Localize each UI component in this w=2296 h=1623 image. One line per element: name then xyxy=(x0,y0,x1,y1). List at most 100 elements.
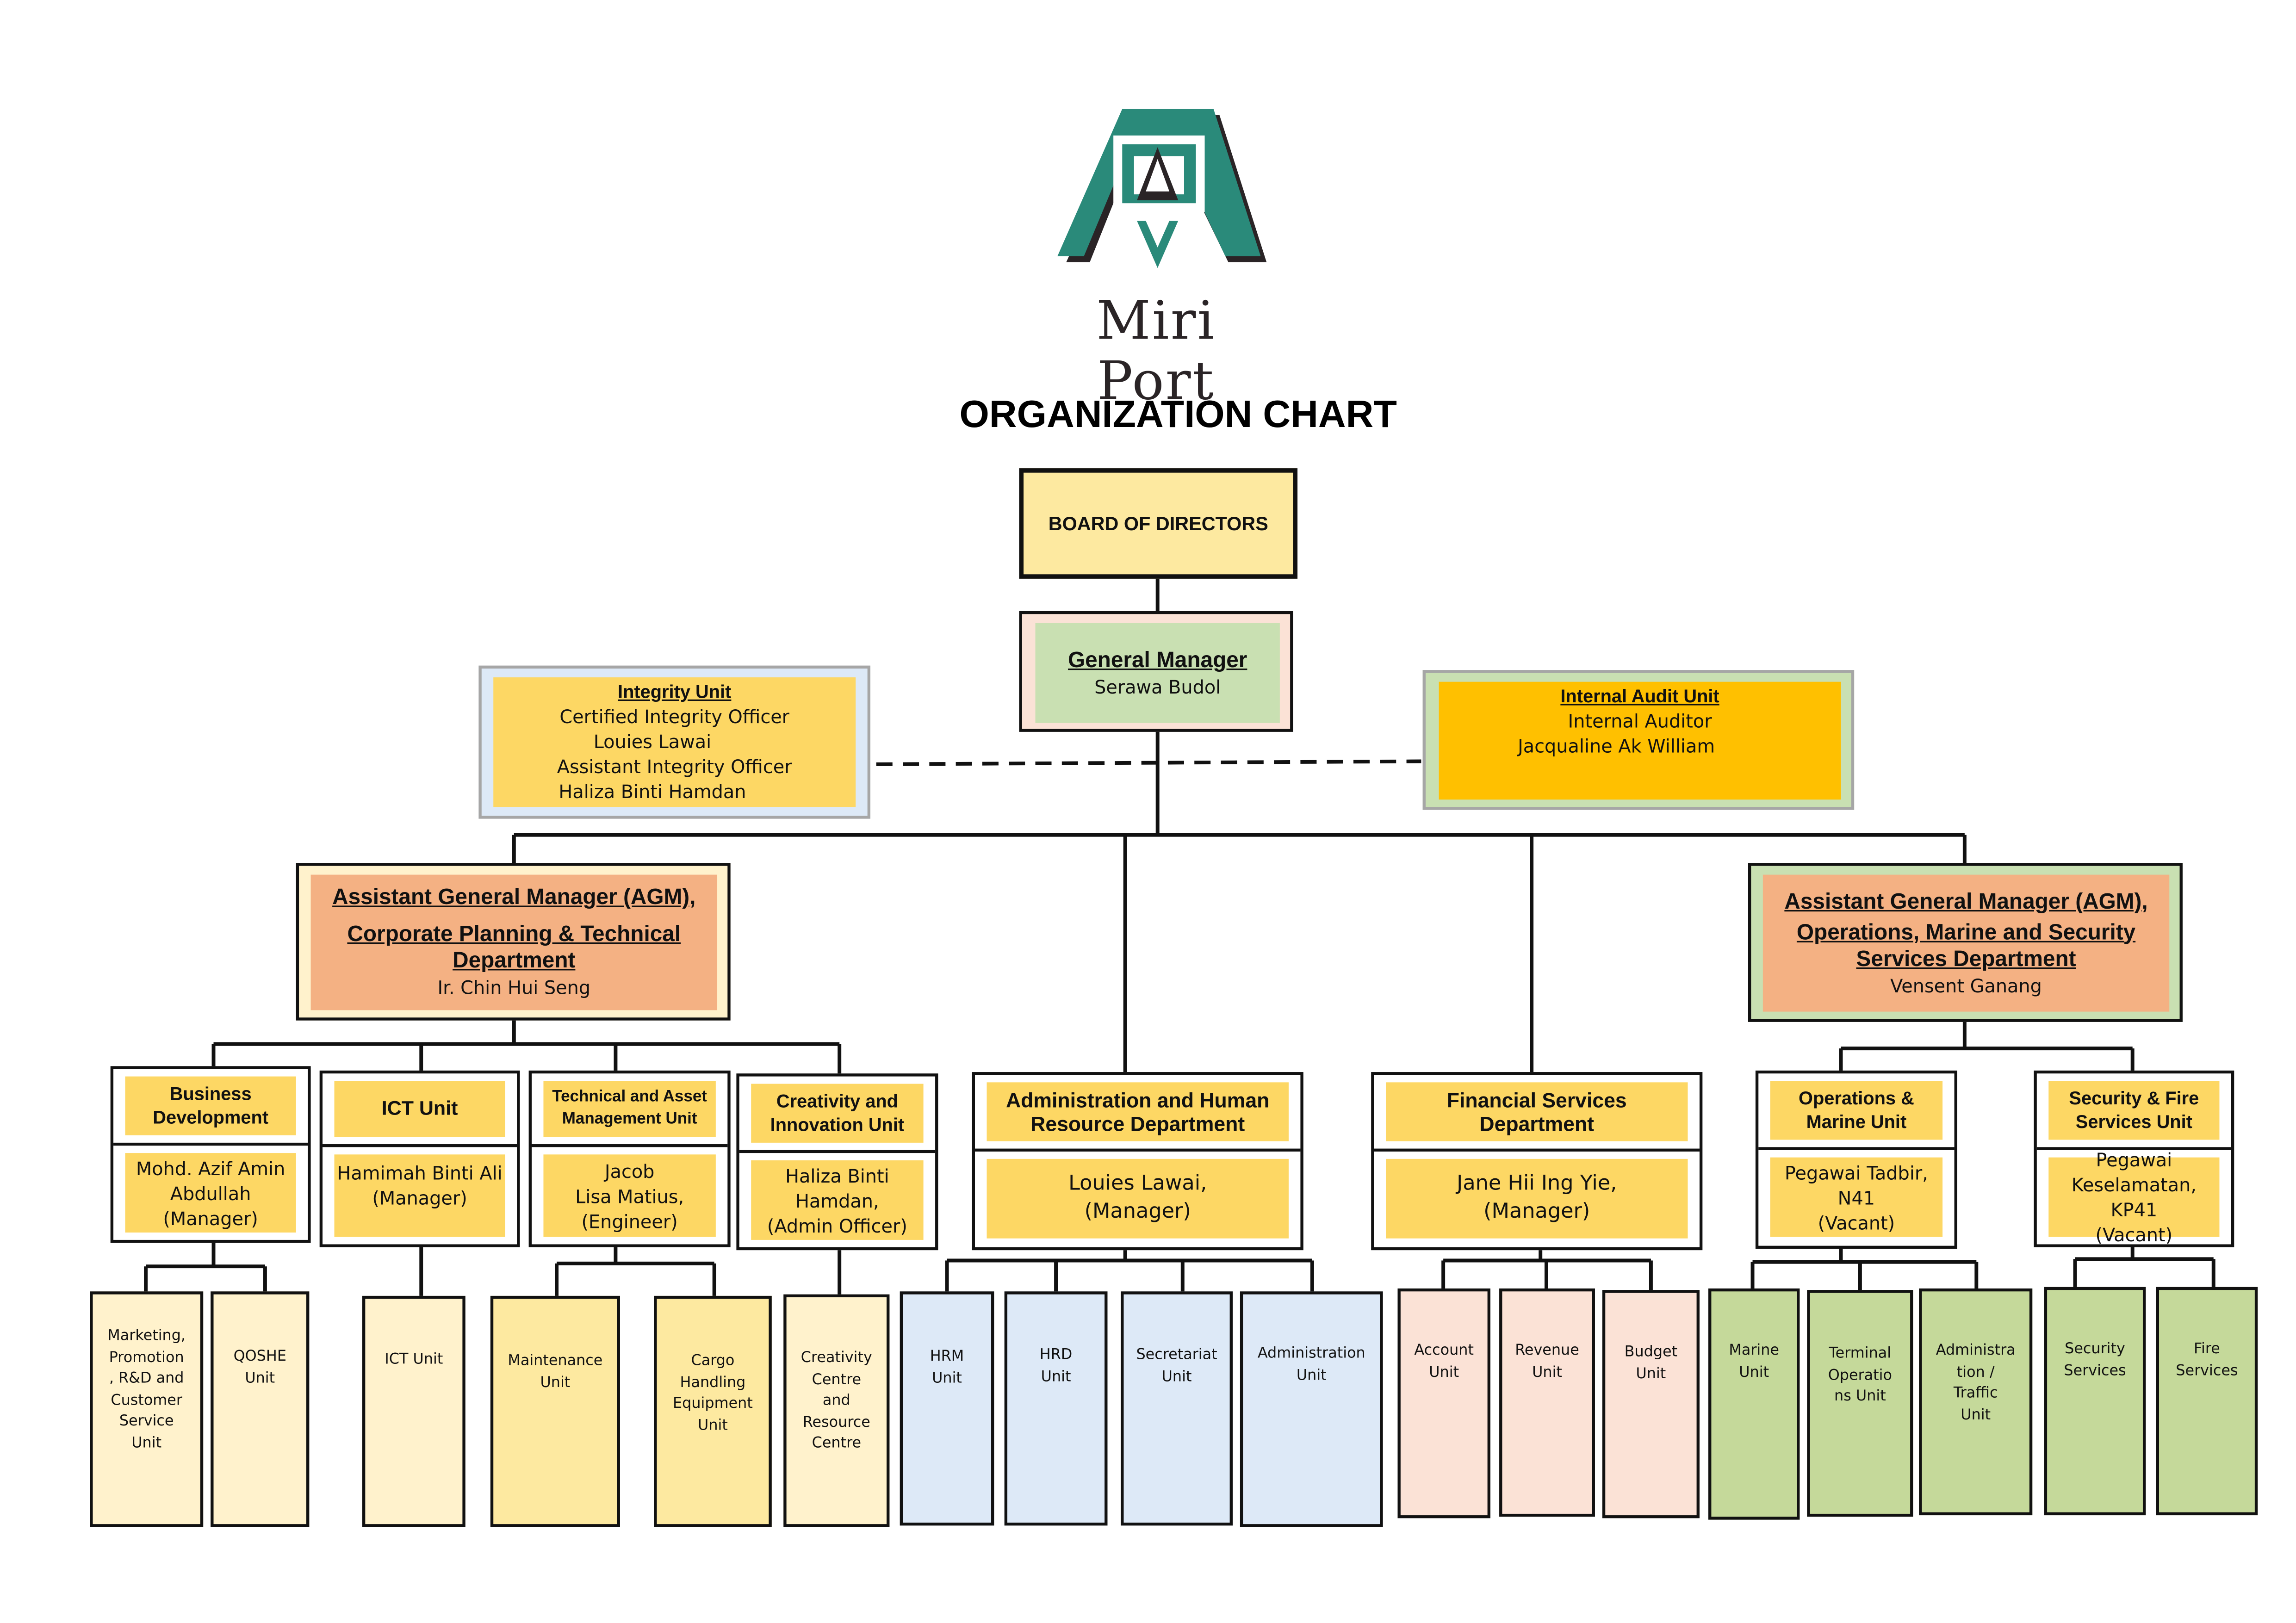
cargo-line-4: Unit xyxy=(698,1417,728,1434)
term-line-2: Operatio xyxy=(1828,1367,1893,1384)
integrity-line-1: Certified Integrity Officer xyxy=(559,705,790,728)
internal-audit-title: Internal Audit Unit xyxy=(1560,686,1719,707)
ict-person-2: (Manager) xyxy=(372,1187,467,1209)
agm-left-line-3: Department xyxy=(453,948,576,973)
bd-divider xyxy=(113,1142,308,1146)
financial-services-department: Financial Services Department Jane Hii I… xyxy=(1371,1072,1703,1251)
bd-title-1: Business xyxy=(169,1084,252,1105)
cargo-line-3: Equipment xyxy=(673,1396,753,1412)
omu-person-2: N41 xyxy=(1837,1186,1875,1208)
page-title: ORGANIZATION CHART xyxy=(959,391,1397,436)
tam-divider xyxy=(531,1144,728,1147)
sfs-person-1: Pegawai xyxy=(2096,1148,2172,1171)
subunit-hrd: HRD Unit xyxy=(1004,1291,1108,1526)
bud-line-1: Budget xyxy=(1624,1344,1678,1361)
mkt-line-4: Customer xyxy=(111,1392,182,1409)
logo: Miri Port xyxy=(1031,103,1281,412)
agm-right-name: Vensent Ganang xyxy=(1890,974,2042,997)
agm-right-line-3: Services Department xyxy=(1856,946,2076,972)
ahr-title-1: Administration and Human xyxy=(1006,1088,1270,1112)
subunit-creativity-centre: Creativity Centre and Resource Centre xyxy=(783,1294,890,1527)
ahr-title-box: Administration and Human Resource Depart… xyxy=(987,1082,1289,1141)
tam-title-2: Management Unit xyxy=(562,1110,697,1128)
crc-line-1: Creativity xyxy=(800,1350,872,1367)
cargo-line-2: Handling xyxy=(680,1375,746,1391)
creativity-innovation-unit: Creativity and Innovation Unit Haliza Bi… xyxy=(736,1073,938,1251)
qoshe-line-2: Unit xyxy=(245,1370,275,1387)
ict-sub-line-1: ICT Unit xyxy=(385,1351,443,1368)
mkt-line-6: Unit xyxy=(131,1435,162,1451)
mkt-line-1: Marketing, xyxy=(107,1328,186,1344)
agm-left-name: Ir. Chin Hui Seng xyxy=(437,976,591,998)
ciu-person-1: Haliza Binti xyxy=(785,1164,889,1186)
technical-asset-management-unit: Technical and Asset Management Unit Jaco… xyxy=(528,1070,731,1247)
acc-line-2: Unit xyxy=(1429,1364,1459,1381)
hrd-line-2: Unit xyxy=(1041,1369,1071,1385)
agm-operations-inner: Assistant General Manager (AGM), Operati… xyxy=(1762,874,2170,1012)
secs-line-2: Services xyxy=(2064,1363,2126,1379)
traf-line-2: tion / xyxy=(1956,1364,1995,1381)
integrity-line-3: Assistant Integrity Officer xyxy=(557,755,792,778)
sfs-title-1: Security & Fire xyxy=(2069,1088,2199,1109)
sfs-person-box: Pegawai Keselamatan, KP41 (Vacant) xyxy=(2048,1149,2220,1246)
hrm-line-2: Unit xyxy=(932,1370,962,1387)
subunit-hrm: HRM Unit xyxy=(900,1291,994,1526)
ict-person-box: Hamimah Binti Ali (Manager) xyxy=(334,1154,505,1237)
sfs-person-2: Keselamatan, KP41 xyxy=(2071,1173,2197,1221)
sfs-title-2: Services Unit xyxy=(2075,1112,2192,1133)
omu-title-2: Marine Unit xyxy=(1806,1112,1907,1133)
internal-audit-unit-inner: Internal Audit Unit Internal Auditor Jac… xyxy=(1439,681,1841,800)
hrm-line-1: HRM xyxy=(930,1349,964,1365)
fsd-title-1: Financial Services xyxy=(1446,1088,1627,1112)
fsd-person-box: Jane Hii Ing Yie, (Manager) xyxy=(1386,1158,1688,1239)
omu-person-1: Pegawai Tadbir, xyxy=(1784,1161,1928,1183)
fire-line-1: Fire xyxy=(2193,1341,2220,1358)
business-development-title-box: Business Development xyxy=(125,1076,296,1135)
crc-line-3: and xyxy=(822,1393,850,1409)
security-fire-services-unit: Security & Fire Services Unit Pegawai Ke… xyxy=(2034,1070,2234,1247)
cargo-line-1: Cargo xyxy=(691,1353,735,1370)
ahr-person-box: Louies Lawai, (Manager) xyxy=(987,1158,1289,1239)
ciu-person-2: Hamdan, xyxy=(795,1189,879,1211)
general-manager-inner: General Manager Serawa Budol xyxy=(1035,623,1280,723)
logo-emblem-icon xyxy=(1057,109,1267,268)
omu-title-1: Operations & xyxy=(1798,1088,1914,1109)
subunit-cargo-handling: Cargo Handling Equipment Unit xyxy=(654,1295,772,1527)
agm-right-line-2: Operations, Marine and Security xyxy=(1796,919,2136,945)
sfs-title-box: Security & Fire Services Unit xyxy=(2048,1081,2220,1140)
general-manager-title: General Manager xyxy=(1067,648,1247,673)
term-line-3: ns Unit xyxy=(1834,1388,1886,1405)
subunit-traffic: Administra tion / Traffic Unit xyxy=(1919,1288,2033,1516)
tam-person-3: (Engineer) xyxy=(581,1209,678,1232)
traf-line-1: Administra xyxy=(1936,1343,2016,1359)
internal-audit-line-2: Jacqualine Ak William xyxy=(1518,735,1715,757)
ict-unit: ICT Unit Hamimah Binti Ali (Manager) xyxy=(319,1070,520,1247)
tam-title-1: Technical and Asset xyxy=(552,1088,707,1106)
mkt-line-2: Promotion xyxy=(109,1350,184,1366)
bd-person-2: Abdullah xyxy=(170,1182,251,1204)
fsd-person-1: Jane Hii Ing Yie, xyxy=(1457,1172,1617,1196)
rev-line-1: Revenue xyxy=(1515,1343,1579,1359)
agm-right-line-1: Assistant General Manager (AGM), xyxy=(1784,888,2148,914)
hrd-line-1: HRD xyxy=(1039,1347,1073,1364)
internal-audit-line-1: Internal Auditor xyxy=(1568,710,1712,732)
subunit-account: Account Unit xyxy=(1397,1288,1490,1518)
subunit-qoshe: QOSHE Unit xyxy=(211,1291,310,1527)
business-development-unit: Business Development Mohd. Azif Amin Abd… xyxy=(110,1066,311,1243)
bd-person-3: (Manager) xyxy=(163,1207,258,1229)
ict-person-1: Hamimah Binti Ali xyxy=(337,1162,503,1184)
tam-person-box: Jacob Lisa Matius, (Engineer) xyxy=(543,1154,716,1237)
sec-line-1: Secretariat xyxy=(1136,1347,1217,1364)
omu-person-3: (Vacant) xyxy=(1818,1211,1895,1233)
agm-corporate-planning-box: Assistant General Manager (AGM), Corpora… xyxy=(296,863,731,1021)
bud-line-2: Unit xyxy=(1636,1366,1666,1382)
fsd-title-box: Financial Services Department xyxy=(1386,1082,1688,1141)
subunit-budget: Budget Unit xyxy=(1602,1290,1700,1518)
sfs-person-3: (Vacant) xyxy=(2095,1223,2173,1246)
ict-title-box: ICT Unit xyxy=(334,1081,505,1137)
integrity-line-4: Haliza Binti Hamdan xyxy=(558,780,746,803)
ciu-title-1: Creativity and xyxy=(776,1091,898,1112)
ciu-person-3: (Admin Officer) xyxy=(767,1214,907,1236)
logo-wordmark: Miri Port xyxy=(1096,291,1216,413)
